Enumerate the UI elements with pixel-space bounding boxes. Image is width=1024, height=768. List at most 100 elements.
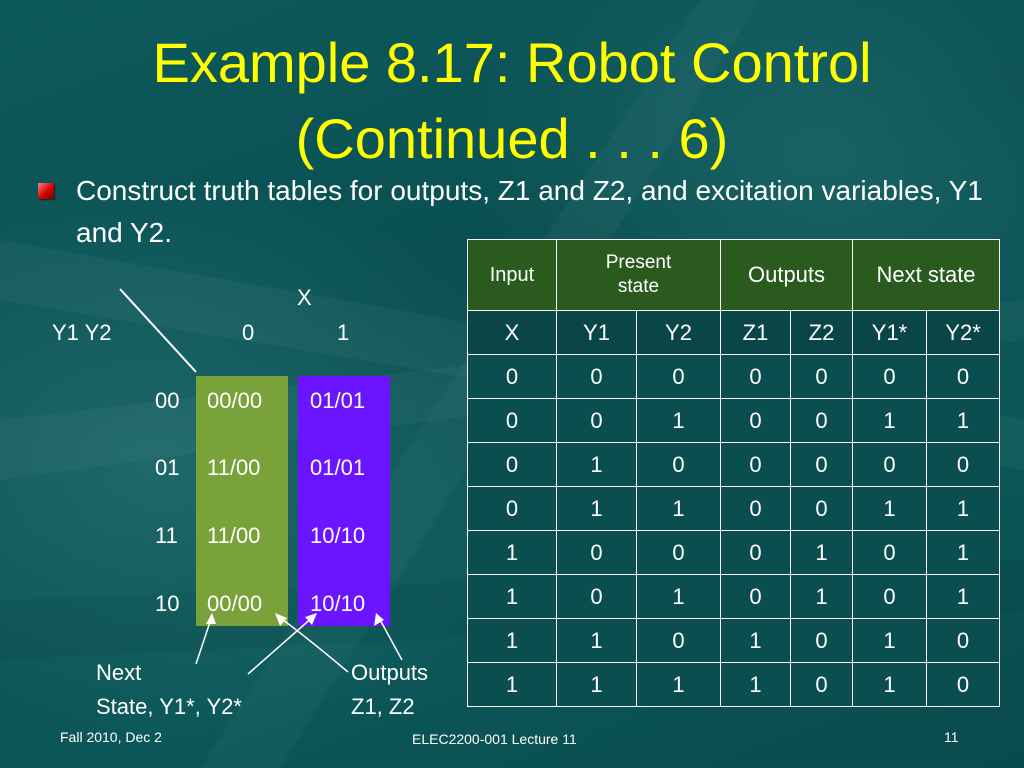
- table-cell: 1: [467, 662, 557, 707]
- map-row-state-01: 01: [155, 455, 180, 480]
- table-cell: 1: [926, 530, 1001, 575]
- table-cell: 0: [789, 618, 854, 663]
- slide-title-line-1: Example 8.17: Robot Control: [152, 31, 872, 94]
- map-cell: 01/01: [310, 455, 366, 480]
- outputs-column: [298, 376, 390, 626]
- map-cell: 10/10: [310, 591, 366, 616]
- table-cell: 0: [467, 442, 557, 487]
- table-row: 1 0 1 0 1 0 1: [467, 574, 1001, 619]
- col-header: Z1: [720, 310, 791, 355]
- table-cell: 0: [556, 398, 637, 443]
- map-input-label: X: [297, 285, 312, 310]
- col-header: Y1: [556, 310, 637, 355]
- table-cell: 1: [556, 442, 637, 487]
- table-cell: 0: [852, 442, 928, 487]
- truth-table: Input Present state Outputs Next state X…: [467, 239, 1001, 707]
- map-row-state-11: 11: [155, 523, 178, 548]
- table-cell: 0: [636, 354, 721, 399]
- table-cell: 0: [926, 354, 1001, 399]
- table-cell: 1: [926, 486, 1001, 531]
- map-cell: 00/00: [207, 591, 263, 616]
- map-cell: 11/00: [207, 523, 261, 548]
- table-cell: 0: [720, 574, 791, 619]
- table-cell: 1: [636, 662, 721, 707]
- map-cell: 10/10: [310, 523, 366, 548]
- bullet-text: Construct truth tables for outputs, Z1 a…: [76, 175, 983, 248]
- table-cell: 0: [636, 618, 721, 663]
- table-cell: 0: [926, 618, 1001, 663]
- next-state-column: [196, 376, 288, 626]
- table-cell: 0: [720, 530, 791, 575]
- table-cell: 1: [467, 618, 557, 663]
- table-cell: 0: [556, 574, 637, 619]
- footer-course: ELEC2200-001 Lecture 11: [412, 731, 577, 747]
- table-row: 1 1 1 1 0 1 0: [467, 662, 1001, 707]
- table-cell: 0: [789, 354, 854, 399]
- col-header: Z2: [789, 310, 854, 355]
- col-header: Y1*: [852, 310, 928, 355]
- col-header: Y2: [636, 310, 721, 355]
- table-cell: 1: [852, 662, 928, 707]
- table-row: 0 1 1 0 0 1 1: [467, 486, 1001, 531]
- map-row-state-00: 00: [155, 388, 180, 413]
- table-cell: 1: [636, 574, 721, 619]
- table-cell: 0: [556, 354, 637, 399]
- table-cell: 0: [926, 442, 1001, 487]
- table-cell: 0: [720, 486, 791, 531]
- table-cell: 1: [467, 530, 557, 575]
- table-cell: 1: [556, 486, 637, 531]
- table-row: 0 0 0 0 0 0 0: [467, 354, 1001, 399]
- header-input: Input: [467, 239, 557, 311]
- table-cell: 0: [852, 574, 928, 619]
- map-col-header-0: 0: [242, 320, 255, 345]
- outputs-label-line-2: Z1, Z2: [351, 694, 415, 719]
- table-cell: 1: [852, 618, 928, 663]
- table-row: 0 1 0 0 0 0 0: [467, 442, 1001, 487]
- table-cell: 0: [852, 530, 928, 575]
- table-cell: 1: [926, 574, 1001, 619]
- header-present-state: Present state: [556, 239, 721, 311]
- footer-date: Fall 2010, Dec 2: [60, 729, 162, 745]
- header-outputs: Outputs: [719, 239, 854, 311]
- table-cell: 0: [789, 662, 854, 707]
- table-cell: 0: [556, 530, 637, 575]
- map-cell: 11/00: [207, 455, 261, 480]
- table-cell: 0: [852, 354, 928, 399]
- outputs-label-line-1: Outputs: [351, 660, 429, 685]
- table-cell: 0: [636, 530, 721, 575]
- table-cell: 0: [720, 354, 791, 399]
- bullet-icon: [38, 183, 54, 199]
- table-cell: 1: [720, 662, 791, 707]
- table-cell: 0: [789, 442, 854, 487]
- table-cell: 1: [852, 486, 928, 531]
- map-cell: 00/00: [207, 388, 263, 413]
- next-state-label-line-1: Next: [96, 660, 142, 685]
- footer-page-number: 11: [944, 729, 959, 745]
- table-cell: 0: [720, 398, 791, 443]
- table-row: 1 1 0 1 0 1 0: [467, 618, 1001, 663]
- map-cell: 01/01: [310, 388, 366, 413]
- map-col-header-1: 1: [337, 320, 350, 345]
- table-cell: 1: [556, 618, 637, 663]
- col-header: Y2*: [926, 310, 1001, 355]
- map-row-state-10: 10: [155, 591, 180, 616]
- table-cell: 0: [467, 354, 557, 399]
- table-cell: 0: [789, 398, 854, 443]
- table-cell: 0: [789, 486, 854, 531]
- table-cell: 0: [926, 662, 1001, 707]
- table-cell: 1: [636, 486, 721, 531]
- table-cell: 0: [467, 398, 557, 443]
- table-cell: 1: [926, 398, 1001, 443]
- table-cell: 1: [720, 618, 791, 663]
- table-cell: 1: [467, 574, 557, 619]
- table-cell: 1: [789, 530, 854, 575]
- map-state-label: Y1 Y2: [52, 320, 112, 345]
- table-cell: 1: [789, 574, 854, 619]
- table-cell: 0: [720, 442, 791, 487]
- col-header: X: [467, 310, 557, 355]
- table-cell: 1: [636, 398, 721, 443]
- table-row: 0 0 1 0 0 1 1: [467, 398, 1001, 443]
- slide-title-line-2: (Continued . . . 6): [295, 107, 729, 170]
- table-cell: 0: [636, 442, 721, 487]
